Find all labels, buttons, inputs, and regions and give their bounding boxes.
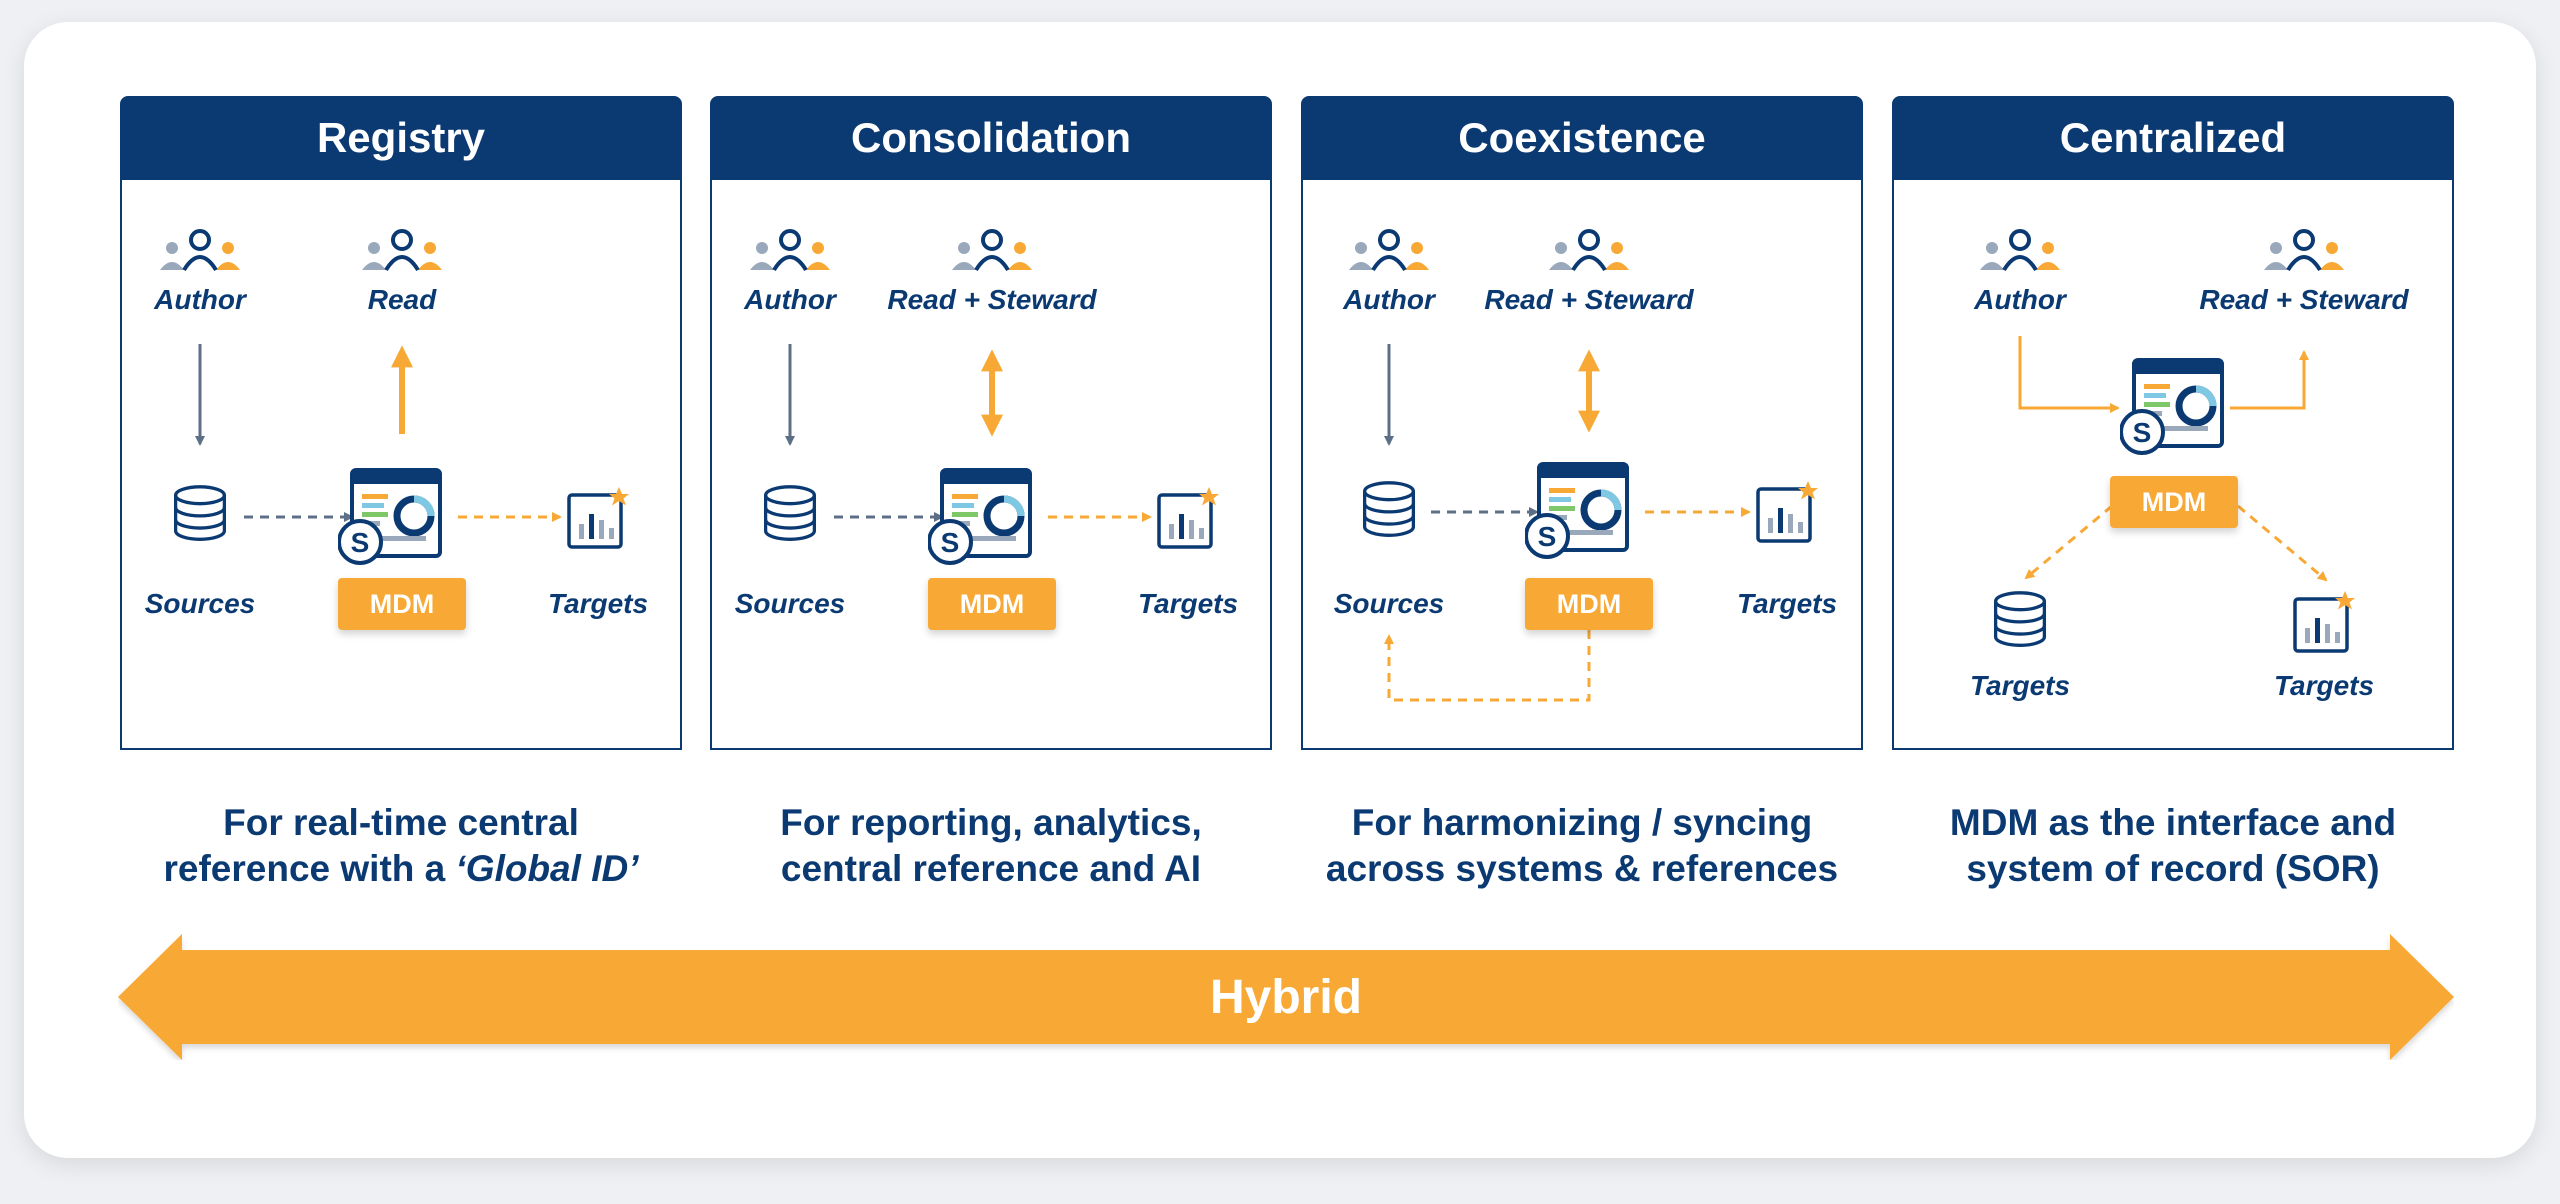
report-chart-icon [2292, 590, 2356, 654]
author-label: Author [1974, 284, 2066, 315]
author-users-icon [1347, 226, 1431, 274]
hybrid-label: Hybrid [1209, 970, 1362, 1024]
global-id-emphasis: ‘Global ID’ [455, 848, 639, 889]
report-chart-icon [1755, 480, 1819, 544]
centralized-description: MDM as the interface and system of recor… [1853, 800, 2493, 892]
mdm-badge: MDM [928, 578, 1056, 630]
report-chart-icon [1156, 486, 1220, 550]
column-title: Consolidation [710, 96, 1272, 180]
mdm-badge: MDM [2110, 476, 2238, 528]
read-users-icon [360, 226, 444, 274]
description-text: reference with a [163, 848, 456, 889]
database-icon [1990, 590, 2050, 650]
read-steward-label: Read + Steward [887, 284, 1097, 315]
description-line: MDM as the interface and [1949, 802, 2397, 843]
registry-description: For real-time central reference with a ‘… [81, 800, 721, 892]
description-line: across systems & references [1325, 848, 1839, 889]
report-chart-icon [566, 486, 630, 550]
sources-label: Sources [144, 588, 256, 619]
sources-label: Sources [1333, 588, 1445, 619]
sources-label: Sources [734, 588, 846, 619]
targets-label: Targets [1736, 588, 1838, 619]
author-label: Author [744, 284, 836, 315]
targets-label: Targets [547, 588, 649, 619]
consolidation-description: For reporting, analytics, central refere… [671, 800, 1311, 892]
coexistence-description: For harmonizing / syncing across systems… [1262, 800, 1902, 892]
column-body [710, 180, 1272, 750]
description-line: For harmonizing / syncing [1351, 802, 1813, 843]
database-icon [170, 484, 230, 544]
description-line: For real-time central [223, 802, 579, 843]
database-icon [1359, 480, 1419, 540]
mdm-dashboard-icon [1525, 462, 1629, 562]
mdm-badge: MDM [1525, 578, 1653, 630]
mdm-dashboard-icon [2120, 358, 2224, 458]
author-users-icon [1978, 226, 2062, 274]
hybrid-double-arrow [118, 934, 2454, 1060]
column-title: Registry [120, 96, 682, 180]
description-line: For reporting, analytics, [780, 802, 1202, 843]
read-steward-users-icon [1547, 226, 1631, 274]
database-icon [760, 484, 820, 544]
author-label: Author [154, 284, 246, 315]
author-label: Author [1343, 284, 1435, 315]
targets-label: Targets [1137, 588, 1239, 619]
author-users-icon [158, 226, 242, 274]
description-line: reference with a ‘Global ID’ [81, 846, 721, 892]
read-steward-label: Read + Steward [1484, 284, 1694, 315]
targets-left-label: Targets [1969, 670, 2071, 701]
read-steward-label: Read + Steward [2199, 284, 2409, 315]
column-title: Coexistence [1301, 96, 1863, 180]
read-steward-users-icon [950, 226, 1034, 274]
column-body [120, 180, 682, 750]
column-title: Centralized [1892, 96, 2454, 180]
mdm-dashboard-icon [338, 468, 442, 568]
description-line: system of record (SOR) [1966, 848, 2380, 889]
mdm-badge: MDM [338, 578, 466, 630]
column-body [1892, 180, 2454, 750]
description-line: central reference and AI [780, 848, 1202, 889]
targets-right-label: Targets [2273, 670, 2375, 701]
read-steward-users-icon [2262, 226, 2346, 274]
mdm-dashboard-icon [928, 468, 1032, 568]
read-label: Read [367, 284, 437, 315]
author-users-icon [748, 226, 832, 274]
